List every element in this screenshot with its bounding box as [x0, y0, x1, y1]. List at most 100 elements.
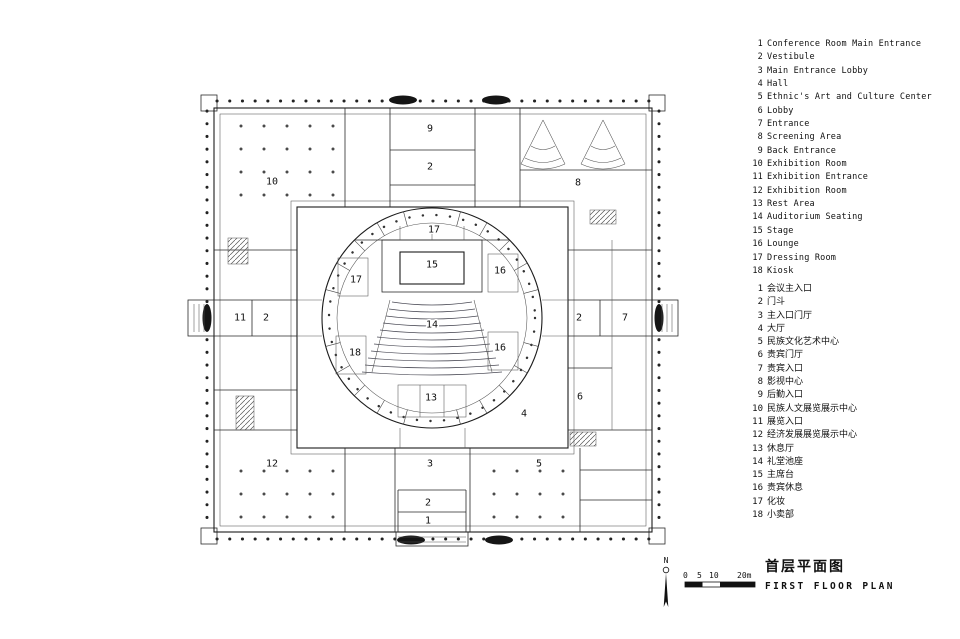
legend-item: 10 Exhibition Room: [748, 159, 932, 172]
legend-item-number: 8: [757, 377, 763, 388]
legend-item: 14 Auditorium Seating: [748, 212, 932, 225]
auditorium-seating-rows: [361, 301, 503, 376]
legend-item-number: 2: [757, 297, 763, 308]
plan-room-number: 14: [426, 320, 438, 331]
legend-item-number: 7: [757, 119, 763, 130]
legend-item-number: 4: [757, 323, 763, 334]
plan-room-number: 18: [349, 348, 361, 359]
legend-item-number: 5: [757, 92, 763, 103]
legend-item-number: 11: [752, 416, 763, 427]
scale-tick: 20m: [737, 571, 752, 580]
stair-hatches: [227, 209, 617, 447]
legend-item-label: 会议主入口: [767, 284, 813, 294]
legend-item-number: 6: [757, 350, 763, 361]
legend-item-label: 礼堂池座: [767, 456, 804, 467]
scale-tick: 5: [697, 571, 702, 580]
scale-tick: 10: [709, 571, 719, 580]
legend-item-label: Lobby: [767, 105, 794, 116]
legend-item-label: 主席台: [767, 470, 795, 481]
legend-item-number: 4: [757, 79, 763, 90]
plan-room-number: 2: [263, 313, 269, 324]
legend-item-number: 10: [752, 159, 763, 170]
legend-item-label: 休息厅: [767, 443, 795, 454]
legend-item-number: 16: [752, 483, 763, 494]
legend-item: 6 贵宾门厅: [748, 347, 857, 360]
legend-item-label: 贵宾入口: [767, 363, 804, 374]
legend-item: 3 Main Entrance Lobby: [748, 66, 932, 79]
stage: [354, 224, 510, 293]
legend-item: 17 Dressing Room: [748, 253, 932, 266]
legend-item: 7 贵宾入口: [748, 361, 857, 374]
legend-item-label: Hall: [767, 79, 789, 90]
plan-room-number: 16: [494, 266, 506, 277]
exhibition-room-12-columns: [228, 455, 338, 525]
legend-item: 2 Vestibule: [748, 52, 932, 65]
legend-item-number: 13: [752, 443, 763, 454]
entrance-canopies: [187, 95, 679, 547]
legend-item-number: 6: [757, 105, 763, 116]
plan-room-number: 12: [266, 459, 278, 470]
scale-tick: 0: [683, 571, 688, 580]
legend-item-label: 展览入口: [767, 416, 804, 427]
drawing-title-chinese: 首层平面图: [765, 559, 845, 575]
legend-item: 1 会议主入口: [748, 281, 857, 294]
legend-item-label: 经济发展展览展示中心: [767, 430, 858, 441]
legend-item-label: Exhibition Entrance: [767, 172, 869, 183]
legend-item-number: 1: [757, 284, 763, 294]
plan-room-number: 4: [521, 409, 527, 420]
legend-item: 11 Exhibition Entrance: [748, 172, 932, 185]
plan-room-number: 17: [350, 275, 362, 286]
legend-item-label: Vestibule: [767, 52, 815, 63]
legend-item-number: 3: [757, 65, 763, 76]
legend-item: 4 大厅: [748, 321, 857, 334]
legend-item-number: 13: [752, 199, 763, 210]
legend-item-number: 11: [752, 172, 763, 183]
legend-item-label: 民族人文展览展示中心: [767, 403, 858, 414]
legend-item-label: Lounge: [767, 239, 799, 250]
legend-item-number: 5: [757, 337, 763, 348]
legend-item-number: 15: [752, 470, 763, 481]
plan-room-number: 2: [427, 162, 433, 173]
screening-room-fans: [520, 119, 626, 170]
legend-item-label: 大厅: [767, 323, 786, 334]
plan-room-number: 17: [428, 225, 440, 236]
culture-center-5-columns: [475, 452, 575, 524]
legend-item-label: 小卖部: [767, 510, 795, 521]
legend-item-number: 14: [752, 212, 763, 223]
legend-item-number: 7: [757, 363, 763, 374]
legend-item-label: Main Entrance Lobby: [767, 65, 869, 76]
seating-aisles: [371, 299, 493, 373]
plan-room-number: 8: [575, 178, 581, 189]
legend-item: 7 Entrance: [748, 119, 932, 132]
legend-item-label: Auditorium Seating: [767, 212, 863, 223]
legend-item-number: 17: [752, 252, 763, 263]
plan-room-number: 10: [266, 177, 278, 188]
legend-item-label: 贵宾门厅: [767, 350, 804, 361]
legend-item-number: 1: [757, 39, 763, 49]
legend-item-number: 2: [757, 52, 763, 63]
legend-item-label: 主入口门厅: [767, 310, 813, 321]
legend-item-label: Dressing Room: [767, 252, 837, 263]
plan-room-number: 3: [427, 459, 433, 470]
legend-item-label: Entrance: [767, 119, 810, 130]
plan-room-number: 11: [234, 313, 246, 324]
legend-item-label: Exhibition Room: [767, 159, 847, 170]
legend-item-number: 12: [752, 185, 763, 196]
plan-room-number: 2: [425, 498, 431, 509]
